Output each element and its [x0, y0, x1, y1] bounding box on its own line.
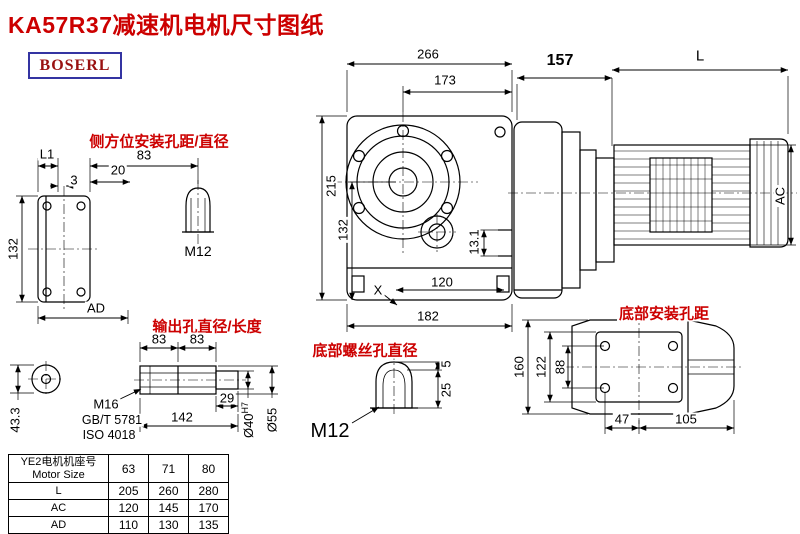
table-cell: 120 — [108, 499, 149, 518]
table-cell: 170 — [188, 499, 229, 518]
table-cell: 280 — [188, 482, 229, 501]
dim-3: 3 — [68, 172, 80, 188]
dim-157: 157 — [544, 52, 576, 69]
table-cell: 135 — [188, 516, 229, 534]
standard-iso-label: ISO 4018 — [80, 427, 138, 442]
table-header-line2: Motor Size — [32, 468, 85, 481]
dim-L: L — [693, 47, 707, 65]
dim-AC: AC — [772, 184, 788, 208]
table-cell: 130 — [148, 516, 189, 534]
dim-160: 160 — [511, 354, 527, 380]
dim-120: 120 — [429, 274, 455, 290]
dim-L1: L1 — [37, 146, 57, 162]
x-marker: X — [371, 282, 385, 298]
standard-gb-label: GB/T 5781 — [79, 412, 145, 427]
table-row-AD: AD 110 130 135 — [8, 516, 229, 534]
dim-25: 25 — [438, 380, 454, 400]
output-shaft-view — [31, 364, 239, 395]
table-col-63: 63 — [108, 453, 149, 484]
dim-d40-tolerance: H7 — [239, 401, 250, 414]
table-row-label: L — [8, 482, 109, 501]
dim-47: 47 — [612, 411, 632, 427]
base-view — [571, 319, 735, 415]
thread-m12-side-label: M12 — [182, 243, 214, 259]
thread-m16-label: M16 — [91, 396, 121, 412]
dim-20: 20 — [108, 162, 128, 178]
side-flange-view — [37, 187, 214, 303]
dim-105: 105 — [673, 411, 699, 427]
dim-122: 122 — [533, 354, 549, 380]
label-bottom-mount-holes: 底部安装孔距 — [616, 305, 712, 323]
dim-182: 182 — [415, 308, 441, 324]
dim-83-a: 83 — [149, 331, 169, 347]
table-row-AC: AC 120 145 170 — [8, 499, 229, 518]
dim-266: 266 — [415, 46, 441, 62]
table-cell: 205 — [108, 482, 149, 501]
leader-lines — [50, 183, 398, 424]
dim-43-3: 43.3 — [7, 405, 23, 435]
label-output-hole: 输出孔直径/长度 — [150, 318, 264, 336]
dim-142: 142 — [169, 409, 195, 425]
dim-132-front: 132 — [335, 217, 351, 243]
fan-cover — [749, 138, 789, 248]
dim-173: 173 — [432, 72, 458, 88]
terminal-box-grid — [650, 158, 712, 232]
dim-5: 5 — [438, 358, 454, 370]
table-cell: 145 — [148, 499, 189, 518]
table-cell: 110 — [108, 516, 149, 534]
dim-83-b: 83 — [187, 331, 207, 347]
dim-215: 215 — [323, 173, 339, 199]
table-col-71: 71 — [148, 453, 189, 484]
table-row-label: AD — [8, 516, 109, 534]
dim-88: 88 — [552, 357, 568, 377]
motor-side-view — [513, 121, 789, 299]
table-col-80: 80 — [188, 453, 229, 484]
table-row-L: L 205 260 280 — [8, 482, 229, 501]
dim-d55: Ø55 — [264, 405, 280, 435]
side-hole-cone — [185, 187, 211, 233]
dimension-lines — [15, 61, 794, 431]
dim-output-bore-diameter: Ø40H7 — [239, 399, 257, 441]
label-side-mount-holes: 侧方位安装孔距/直径 — [87, 133, 231, 151]
dim-13-1: 13.1 — [466, 227, 482, 257]
table-cell: 260 — [148, 482, 189, 501]
dim-d40: Ø40 — [241, 413, 257, 439]
dim-29: 29 — [217, 390, 237, 406]
brand-logo: BOSERL — [28, 52, 122, 79]
thread-m12-bottom-label: M12 — [308, 420, 352, 442]
table-header-line1: YE2电机机座号 — [20, 456, 97, 468]
page-title: KA57R37减速机电机尺寸图纸 — [8, 12, 324, 38]
front-view — [345, 115, 513, 301]
dim-132-side: 132 — [5, 236, 21, 262]
table-header-motor-size: YE2电机机座号 Motor Size — [8, 453, 109, 484]
table-header-row: YE2电机机座号 Motor Size 63 71 80 — [8, 453, 229, 484]
dim-83-side: 83 — [134, 147, 154, 163]
terminal-box — [649, 157, 713, 233]
label-bottom-screw-hole: 底部螺丝孔直径 — [310, 342, 420, 360]
motor-size-table: YE2电机机座号 Motor Size 63 71 80 L 205 260 2… — [8, 453, 229, 534]
table-row-label: AC — [8, 499, 109, 518]
dim-AD: AD — [84, 300, 108, 316]
